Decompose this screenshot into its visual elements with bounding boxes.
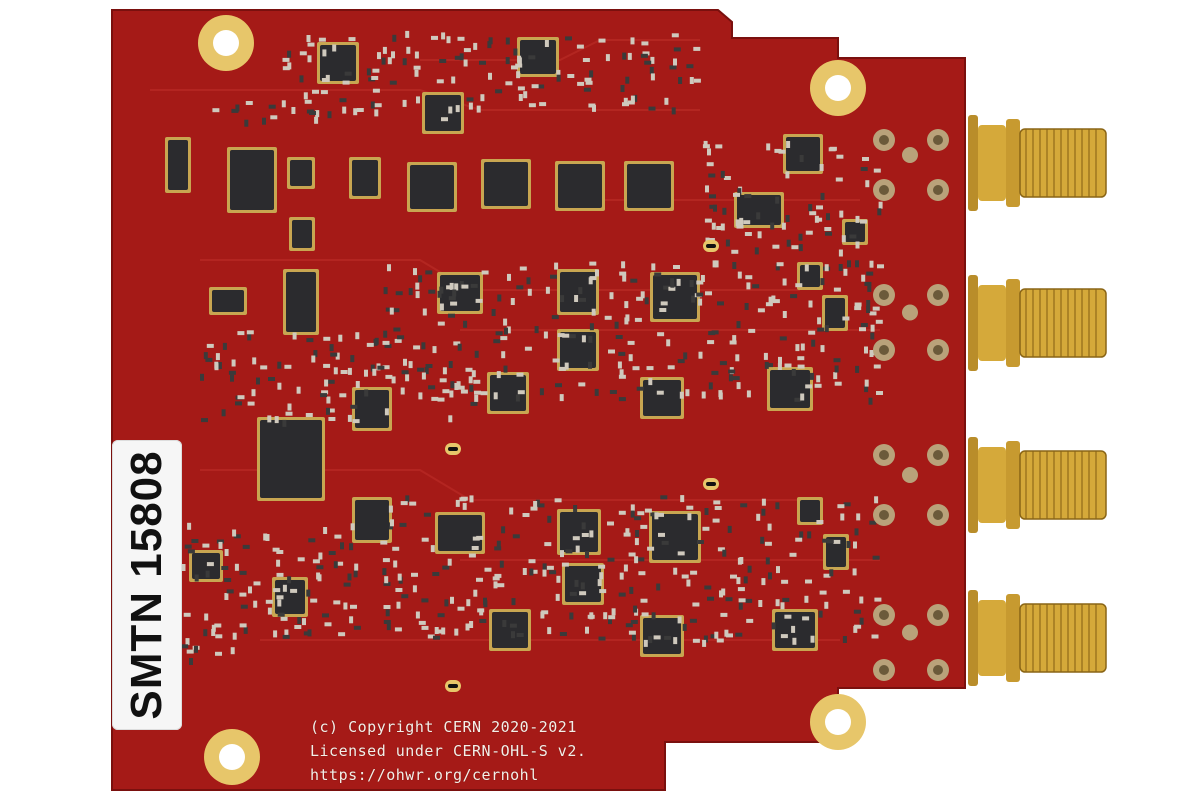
url-text: https://ohwr.org/cernohl bbox=[310, 766, 539, 784]
sma-connector bbox=[968, 115, 978, 211]
board-outline bbox=[111, 9, 966, 791]
oval-slots bbox=[445, 240, 719, 692]
sma-connectors bbox=[968, 115, 1107, 686]
sma-connector bbox=[968, 275, 978, 371]
mounting-holes bbox=[198, 15, 866, 785]
serial-label bbox=[112, 440, 182, 730]
connector-vias bbox=[873, 129, 949, 681]
copyright-text: (c) Copyright CERN 2020-2021 bbox=[310, 718, 577, 736]
serial-label-text: SMTN 15808 bbox=[122, 450, 171, 720]
sma-connector bbox=[968, 437, 978, 533]
smd-components bbox=[181, 30, 884, 665]
sma-connector bbox=[968, 590, 978, 686]
license-text: Licensed under CERN-OHL-S v2. bbox=[310, 742, 587, 760]
